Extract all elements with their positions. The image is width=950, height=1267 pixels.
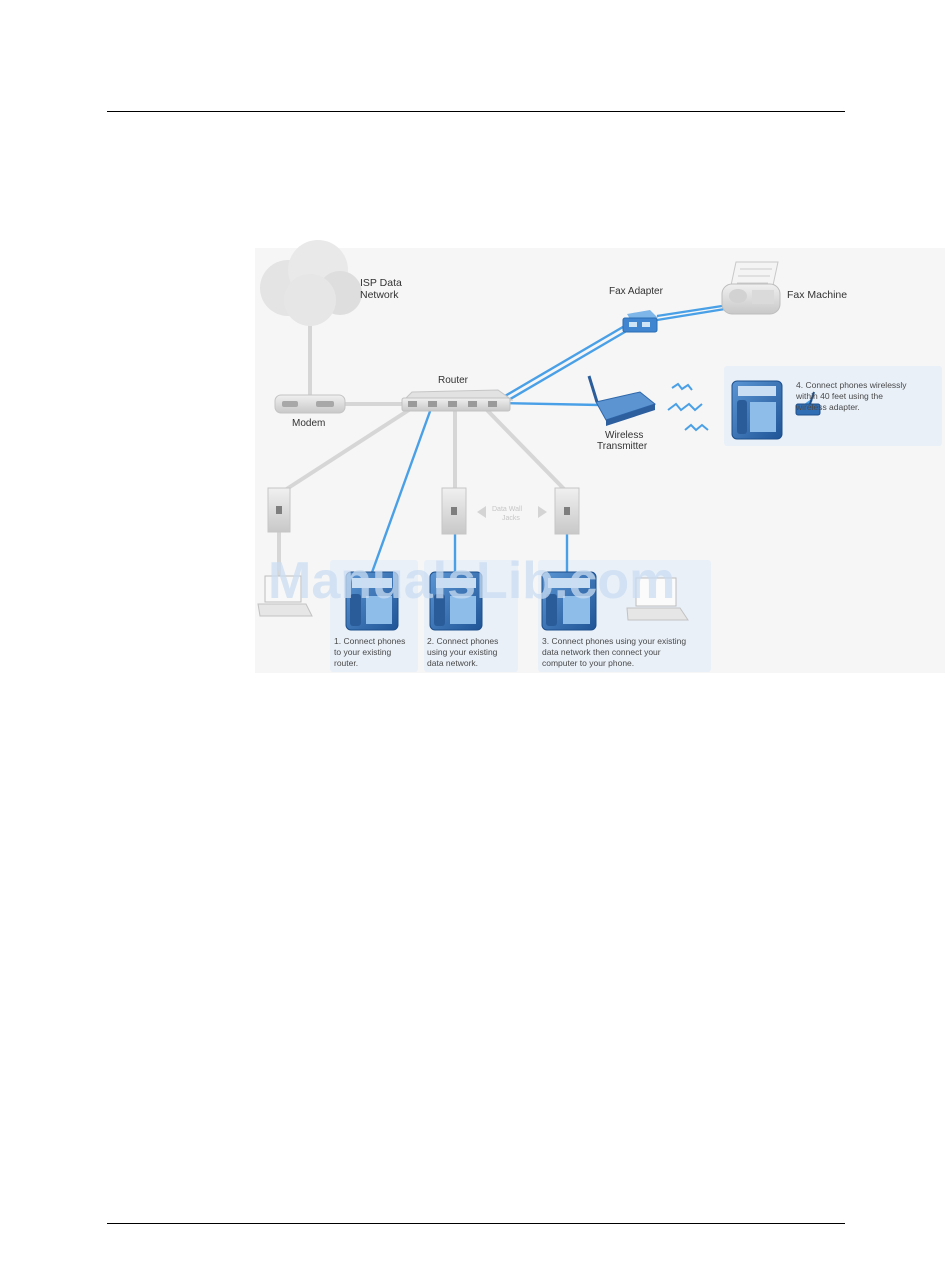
option3-note-line2: data network then connect your <box>542 647 661 657</box>
double-arrow-icon <box>477 506 547 518</box>
desk-phone-icon <box>429 571 483 631</box>
option3-note-line1: 3. Connect phones using your existing <box>542 636 686 646</box>
option3-note-line3: computer to your phone. <box>542 658 634 668</box>
wireless-adapter-icon <box>795 391 821 416</box>
router-label: Router <box>438 375 469 386</box>
option2-note-line2: using your existing <box>427 647 498 657</box>
option2-note-line3: data network. <box>427 658 478 668</box>
watermark: ManualsLib.com <box>268 552 675 610</box>
desk-phone-icon <box>541 571 597 631</box>
fax-machine-icon <box>721 261 781 315</box>
gray-cables <box>277 325 567 598</box>
isp-network-label-2: Network <box>360 289 399 301</box>
option1-note-line3: router. <box>334 658 358 668</box>
option1-note-line1: 1. Connect phones <box>334 636 405 646</box>
wall-jack-icon <box>554 487 580 535</box>
option4-note-line3: wireless adapter. <box>795 402 860 412</box>
fax-adapter-label: Fax Adapter <box>609 286 664 297</box>
modem-icon <box>274 394 346 414</box>
wall-jack-icon <box>441 487 467 535</box>
wireless-transmitter-icon <box>587 375 657 426</box>
desk-phone-icon <box>345 571 399 631</box>
laptop-icon <box>257 575 313 617</box>
wireless-transmitter-label-2: Transmitter <box>597 441 648 452</box>
wall-jacks-label-1: Data Wall <box>492 506 523 513</box>
option1-note-line2: to your existing <box>334 647 391 657</box>
wireless-signal-icon <box>667 382 709 432</box>
wall-jack-icon <box>267 487 291 533</box>
fax-adapter-icon <box>622 310 658 333</box>
modem-label: Modem <box>292 418 325 429</box>
router-icon <box>400 389 514 412</box>
cloud-icon <box>260 240 362 326</box>
fax-machine-label: Fax Machine <box>787 289 847 301</box>
laptop-icon <box>626 577 689 621</box>
option4-note-line1: 4. Connect phones wirelessly <box>796 380 907 390</box>
wall-jacks-label-2: Jacks <box>502 515 520 522</box>
wireless-transmitter-label-1: Wireless <box>605 430 643 441</box>
footer-rule <box>107 1223 845 1224</box>
header-rule <box>107 111 845 112</box>
option2-note-line1: 2. Connect phones <box>427 636 498 646</box>
option4-note-line2: within 40 feet using the <box>795 391 883 401</box>
isp-network-label-1: ISP Data <box>360 277 402 289</box>
wireless-phone-icon <box>731 380 783 440</box>
